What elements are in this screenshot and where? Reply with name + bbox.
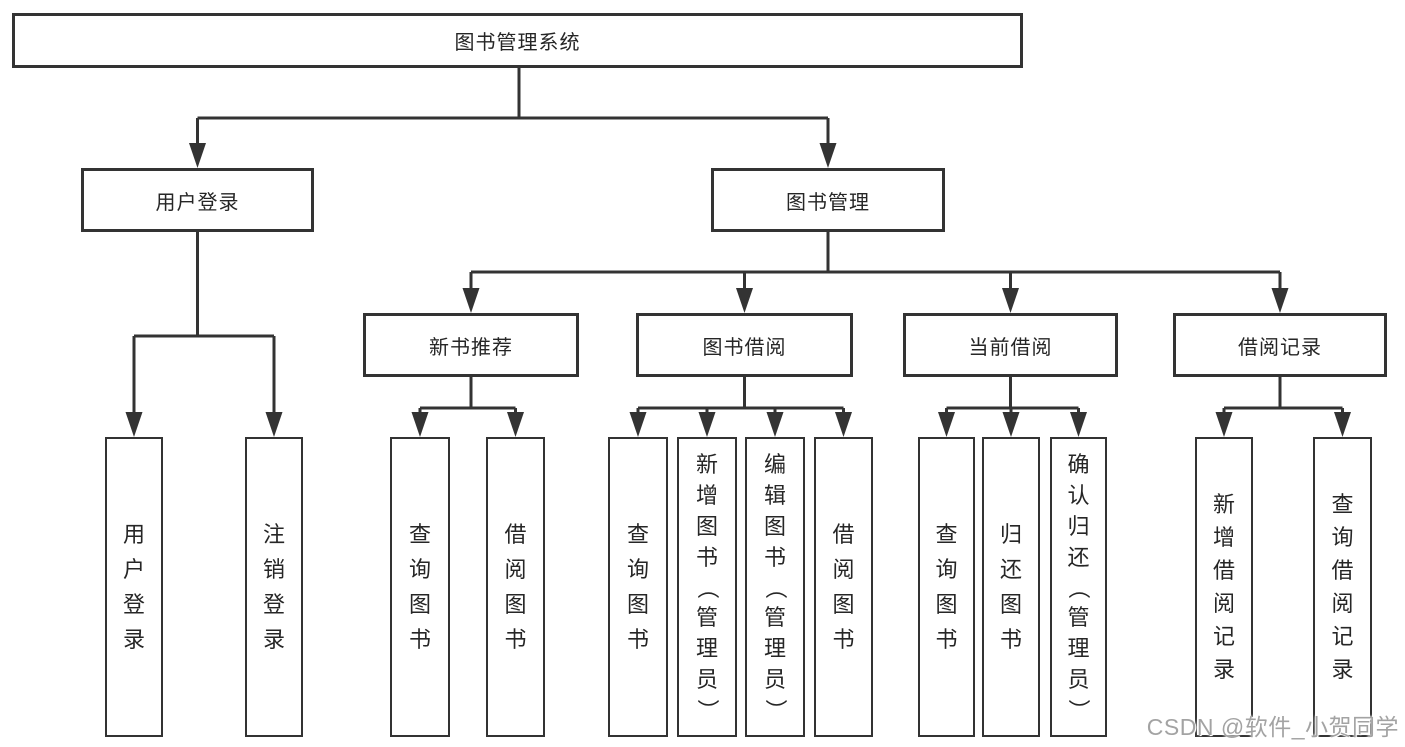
leaf-query-books-recommend: 查询图书 bbox=[390, 437, 450, 737]
node-label: 查询借阅记录 bbox=[1331, 491, 1354, 682]
node-label: 借阅图书 bbox=[832, 521, 855, 652]
node-label: 借阅记录 bbox=[1238, 336, 1322, 359]
node-label: 新增借阅记录 bbox=[1212, 491, 1235, 682]
node-label: 归还图书 bbox=[999, 521, 1022, 652]
leaf-return-books: 归还图书 bbox=[982, 437, 1040, 737]
node-label: 注销登录 bbox=[262, 521, 285, 652]
node-label: 借阅图书 bbox=[504, 521, 527, 652]
node-library-management-system: 图书管理系统 bbox=[12, 13, 1023, 68]
leaf-query-books-current: 查询图书 bbox=[918, 437, 975, 737]
node-new-book-recommendation: 新书推荐 bbox=[363, 313, 579, 377]
csdn-watermark: CSDN @软件_小贺同学 bbox=[1146, 714, 1399, 740]
leaf-confirm-return-admin: 确认归还（管理员） bbox=[1050, 437, 1107, 737]
leaf-query-borrow-record: 查询借阅记录 bbox=[1313, 437, 1372, 737]
node-book-management: 图书管理 bbox=[711, 168, 945, 232]
leaf-add-borrow-record: 新增借阅记录 bbox=[1195, 437, 1253, 737]
leaf-user-login: 用户登录 bbox=[105, 437, 163, 737]
leaf-borrow-books-recommend: 借阅图书 bbox=[486, 437, 545, 737]
node-label: 当前借阅 bbox=[968, 336, 1053, 359]
leaf-add-book-admin: 新增图书（管理员） bbox=[677, 437, 737, 737]
leaf-borrow-books: 借阅图书 bbox=[814, 437, 873, 737]
leaf-query-books-borrow: 查询图书 bbox=[608, 437, 668, 737]
node-label: 图书管理 bbox=[786, 191, 870, 214]
node-label: 图书借阅 bbox=[702, 336, 787, 359]
node-label: 确认归还（管理员） bbox=[1066, 452, 1092, 722]
node-label: 编辑图书（管理员） bbox=[762, 452, 788, 722]
node-borrowing-records: 借阅记录 bbox=[1173, 313, 1387, 377]
node-label: 新增图书（管理员） bbox=[694, 452, 720, 722]
leaf-logout: 注销登录 bbox=[245, 437, 303, 737]
node-label: 查询图书 bbox=[408, 521, 431, 652]
node-label: 用户登录 bbox=[155, 191, 240, 214]
node-label: 查询图书 bbox=[935, 521, 958, 652]
node-label: 查询图书 bbox=[626, 521, 649, 652]
node-current-borrowing: 当前借阅 bbox=[903, 313, 1118, 377]
node-label: 新书推荐 bbox=[429, 336, 513, 359]
node-label: 图书管理系统 bbox=[454, 32, 581, 54]
node-book-borrowing: 图书借阅 bbox=[636, 313, 853, 377]
node-user-login: 用户登录 bbox=[81, 168, 314, 232]
leaf-edit-book-admin: 编辑图书（管理员） bbox=[745, 437, 805, 737]
node-label: 用户登录 bbox=[122, 521, 145, 652]
